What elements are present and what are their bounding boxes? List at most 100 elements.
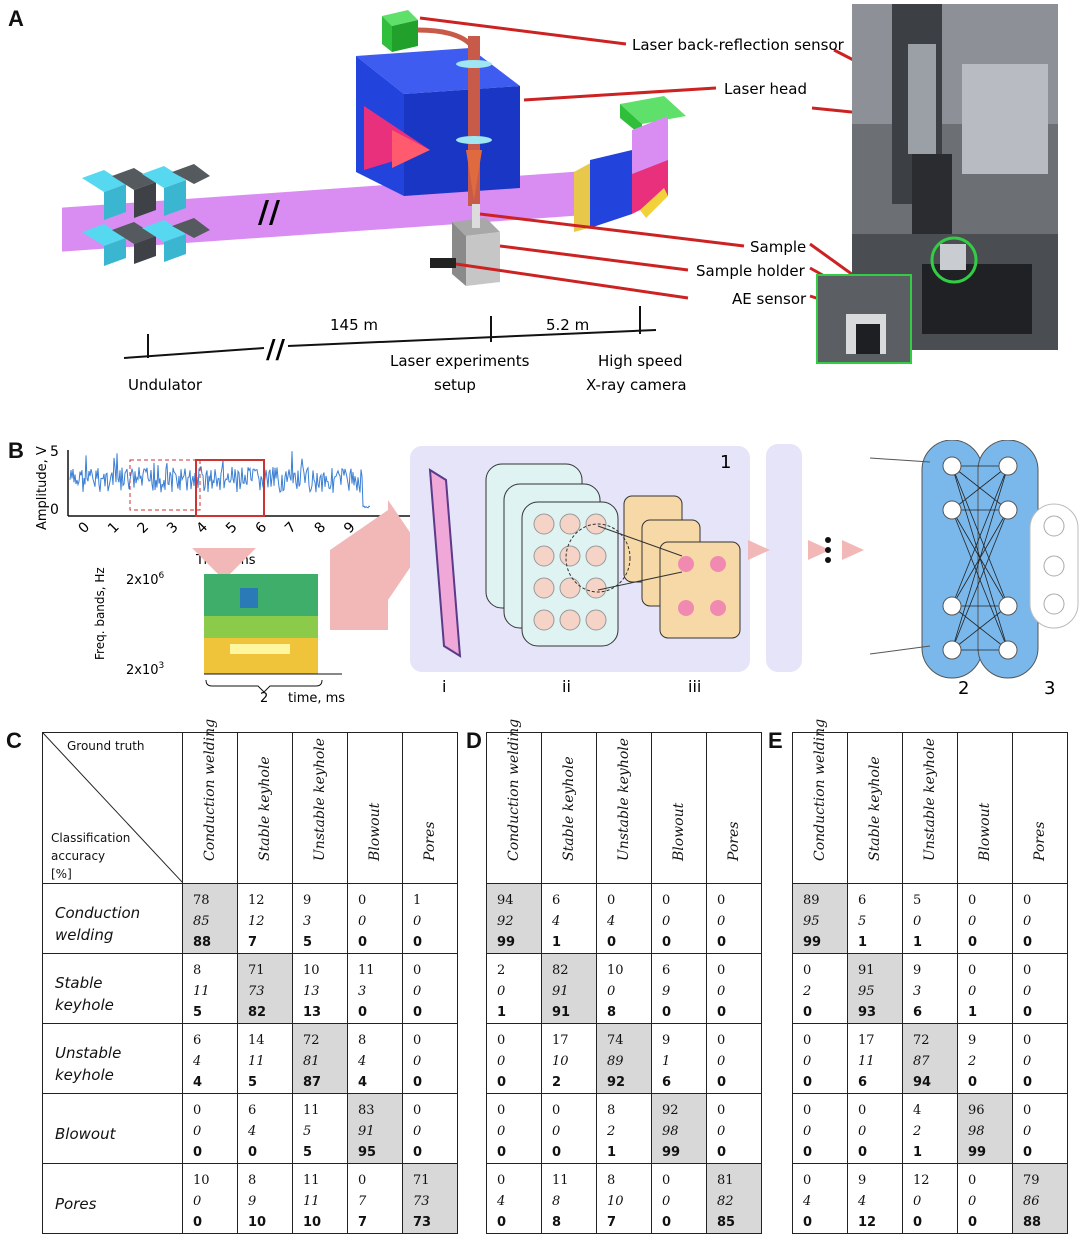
- column-header: Stable keyhole: [541, 732, 597, 884]
- cell-value: 0: [607, 893, 616, 908]
- cell-value: 78: [193, 893, 210, 908]
- cell-value: 10: [607, 963, 624, 978]
- cell-value: 0: [717, 1054, 726, 1069]
- cell-value: 0: [497, 1075, 507, 1090]
- cell-value: 6: [552, 893, 561, 908]
- cell-value: 85: [193, 914, 210, 929]
- cell-value: 0: [662, 1215, 672, 1230]
- conv-neuron: [533, 577, 555, 599]
- cell-value: 9: [968, 1033, 977, 1048]
- cell-value: 89: [803, 893, 820, 908]
- cell-value: 0: [607, 935, 617, 950]
- cell-value: 0: [413, 1033, 422, 1048]
- cell-value: 92: [662, 1103, 679, 1118]
- cell-value: 10: [303, 963, 320, 978]
- cell-value: 8: [193, 963, 202, 978]
- panel-label-e: E: [768, 728, 783, 753]
- cell-value: 0: [968, 893, 977, 908]
- cell-value: 8: [248, 1173, 257, 1188]
- column-header: Stable keyhole: [237, 732, 293, 884]
- cell-value: 0: [717, 1145, 727, 1160]
- cell-value: 0: [193, 1103, 202, 1118]
- cell-value: 7: [248, 935, 258, 950]
- cell-value: 0: [413, 1054, 422, 1069]
- cell-value: 0: [968, 963, 977, 978]
- conv-neurons: [533, 513, 607, 631]
- input-arrow: [330, 510, 388, 630]
- xtick-6: 6: [253, 519, 271, 537]
- undulator-label: Undulator: [128, 376, 203, 394]
- cell-value: 9: [858, 1173, 867, 1188]
- cell-value: 0: [1023, 1005, 1033, 1020]
- cell-value: 6: [913, 1005, 923, 1020]
- cell-value: 6: [662, 963, 671, 978]
- cell-value: 81: [303, 1054, 320, 1069]
- camera-label-1: High speed: [598, 352, 683, 370]
- cell-value: 72: [913, 1033, 930, 1048]
- cell-value: 2: [803, 984, 812, 999]
- spec-band-high: [204, 574, 318, 616]
- cell-value: 0: [358, 914, 367, 929]
- cell-value: 5: [303, 935, 313, 950]
- cell-value: 13: [303, 1005, 322, 1020]
- cell-value: 92: [497, 914, 514, 929]
- label-ae-sensor: AE sensor: [732, 290, 807, 308]
- cell-value: 0: [968, 914, 977, 929]
- cell-value: 7: [358, 1215, 368, 1230]
- cell-value: 0: [717, 1075, 727, 1090]
- panel-label-d: D: [466, 728, 482, 753]
- cell-value: 0: [1023, 1075, 1033, 1090]
- column-header: Stable keyhole: [847, 732, 903, 884]
- cell-value: 73: [413, 1194, 430, 1209]
- label-2: 2: [958, 678, 969, 699]
- cell-value: 71: [248, 963, 265, 978]
- cell-value: 0: [1023, 935, 1033, 950]
- cell-value: 5: [248, 1075, 258, 1090]
- label-sample: Sample: [750, 238, 806, 256]
- cell-value: 10: [552, 1054, 569, 1069]
- cell-value: 0: [1023, 1033, 1032, 1048]
- cell-value: 9: [662, 984, 671, 999]
- cell-value: 0: [717, 914, 726, 929]
- cell-value: 5: [303, 1124, 312, 1139]
- cell-value: 91: [358, 1124, 375, 1139]
- cell-value: 11: [248, 1054, 265, 1069]
- cell-value: 4: [858, 1194, 867, 1209]
- fc-neurons: [942, 456, 1018, 660]
- distance-axis: [123, 306, 657, 359]
- cell-value: 1: [662, 1054, 671, 1069]
- cell-value: 0: [552, 1145, 562, 1160]
- label-iii: iii: [688, 677, 701, 696]
